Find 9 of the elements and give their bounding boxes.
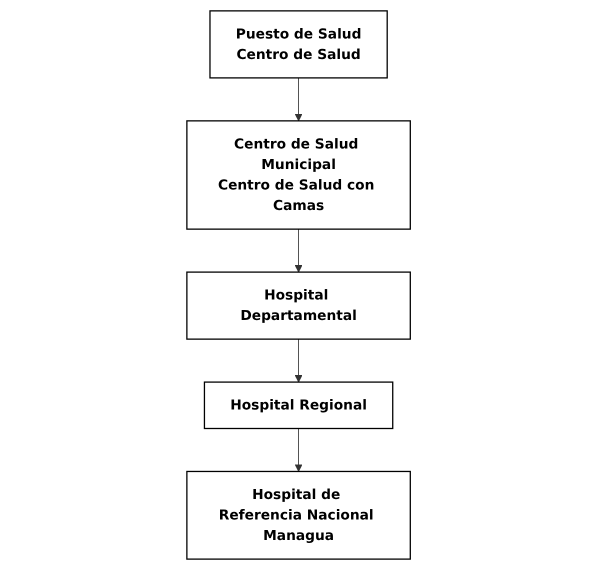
node-box: Centro de Salud Municipal Centro de Salud con Camas	[186, 120, 412, 230]
arrow	[295, 428, 303, 472]
node-box: Hospital Departamental	[186, 271, 412, 340]
arrow	[295, 228, 303, 272]
node-box: Puesto de Salud Centro de Salud	[210, 10, 388, 79]
node-box: Hospital Regional	[204, 381, 394, 430]
node-box: Hospital de Referencia Nacional Managua	[186, 470, 412, 560]
arrow	[295, 77, 303, 122]
arrow	[295, 338, 303, 382]
